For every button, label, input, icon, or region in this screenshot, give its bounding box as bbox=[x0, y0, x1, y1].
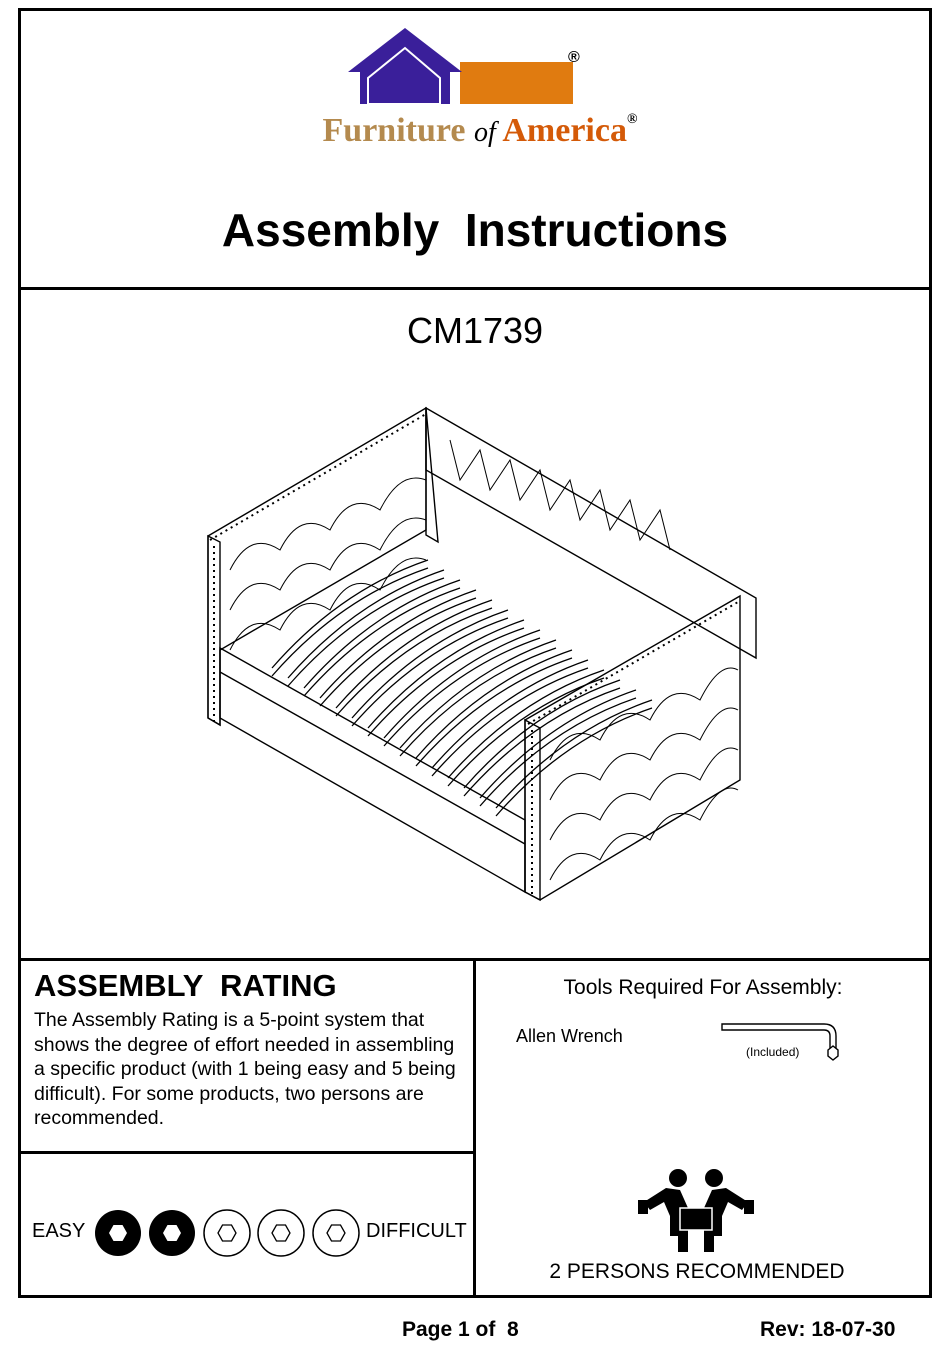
hex-nut-icon bbox=[271, 1224, 291, 1242]
rating-dot-2 bbox=[149, 1210, 195, 1256]
back-panel-edge bbox=[425, 407, 439, 544]
nailhead-trim bbox=[209, 413, 739, 896]
rating-easy-label: EASY bbox=[32, 1220, 86, 1242]
rating-dot-4 bbox=[257, 1209, 305, 1257]
persons-recommended-label: 2 PERSONS RECOMMENDED bbox=[549, 1260, 845, 1283]
left-arm-front bbox=[207, 534, 221, 727]
rating-heading: ASSEMBLY RATING bbox=[34, 968, 337, 1003]
tool-allen-wrench-label: Allen Wrench bbox=[516, 1026, 623, 1046]
brand-word-furniture: Furniture bbox=[322, 112, 466, 149]
revision-label: Rev: 18-07-30 bbox=[760, 1318, 896, 1341]
rating-dot-5 bbox=[312, 1209, 360, 1257]
allen-wrench-icon bbox=[721, 1023, 839, 1061]
front-rail bbox=[219, 646, 526, 894]
tufting bbox=[229, 439, 739, 881]
divider-header bbox=[18, 287, 932, 290]
rating-scale bbox=[95, 1209, 360, 1257]
brand-word-america: America bbox=[502, 112, 627, 149]
tools-heading: Tools Required For Assembly: bbox=[563, 976, 843, 999]
rating-description: The Assembly Rating is a 5-point system … bbox=[34, 1009, 456, 1129]
slats bbox=[271, 559, 653, 817]
daybed-frame-lines bbox=[207, 406, 757, 902]
logo-registered-mark: ® bbox=[568, 49, 580, 66]
brand-registered-mark: ® bbox=[626, 112, 638, 127]
divider-vertical bbox=[473, 958, 476, 1298]
hex-nut-icon bbox=[326, 1224, 346, 1242]
brand-word-of: of bbox=[473, 117, 496, 148]
page-number: Page 1 of 8 bbox=[402, 1318, 519, 1341]
hex-nut-icon bbox=[217, 1224, 237, 1242]
two-persons-lifting-icon bbox=[638, 1169, 754, 1252]
logo-blue-house bbox=[348, 28, 462, 104]
back-panel bbox=[425, 406, 757, 660]
logo-orange-block bbox=[460, 62, 573, 104]
rating-difficult-label: DIFFICULT bbox=[366, 1220, 467, 1242]
page-title: Assembly Instructions bbox=[221, 204, 729, 256]
hex-nut-icon bbox=[109, 1225, 127, 1241]
rating-dot-1 bbox=[95, 1210, 141, 1256]
brand-name: Furniture of America® bbox=[280, 112, 680, 150]
hex-nut-icon bbox=[163, 1225, 181, 1241]
daybed-illustration bbox=[207, 406, 757, 902]
tool-included-note: (Included) bbox=[746, 1045, 800, 1059]
house-logo-icon: ® bbox=[348, 28, 580, 105]
brand-logo: ® Furniture of America® bbox=[280, 28, 680, 158]
product-model: CM1739 bbox=[406, 310, 544, 351]
rating-dot-3 bbox=[203, 1209, 251, 1257]
front-rail-top-edge bbox=[219, 671, 526, 845]
divider-rating bbox=[18, 1151, 476, 1154]
logo-house-outline bbox=[367, 46, 441, 105]
